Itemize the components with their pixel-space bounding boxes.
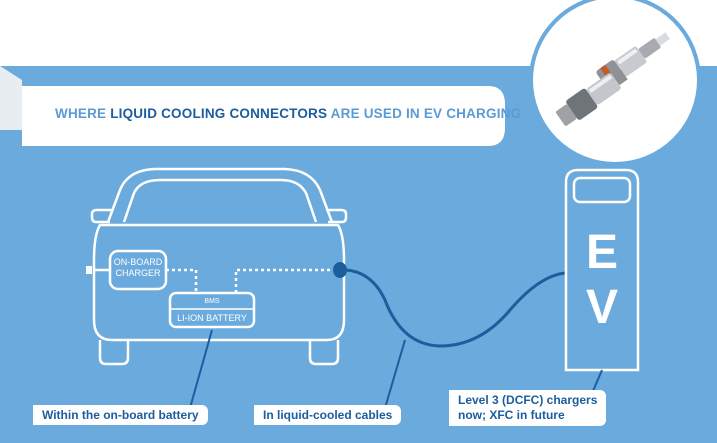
charging-station xyxy=(564,168,640,372)
banner-prefix: WHERE xyxy=(55,106,111,121)
charging-inlet-icon xyxy=(333,262,347,278)
callout-cables: In liquid-cooled cables xyxy=(254,405,402,425)
connector-photo xyxy=(529,0,701,166)
car-outline xyxy=(90,167,348,366)
station-letter-e: E xyxy=(585,226,618,279)
onboard-charger-label: ON-BOARD CHARGER xyxy=(113,257,163,279)
banner-title: WHERE LIQUID COOLING CONNECTORS ARE USED… xyxy=(55,106,521,121)
wiring xyxy=(166,268,338,293)
callout-chargers-line2: now; XFC in future xyxy=(458,408,565,422)
callout-chargers-line1: Level 3 (DCFC) chargers xyxy=(458,393,598,407)
bms-label: BMS xyxy=(204,298,220,305)
ac-plug-icon xyxy=(86,266,92,274)
banner-fold xyxy=(0,66,22,130)
station-letter-v: V xyxy=(585,281,618,334)
banner-suffix: ARE USED IN EV CHARGING xyxy=(327,106,522,121)
charger-line1: ON-BOARD xyxy=(113,257,163,267)
battery-box xyxy=(168,291,256,329)
callout-chargers: Level 3 (DCFC) chargers now; XFC in futu… xyxy=(449,390,607,426)
title-banner xyxy=(22,86,505,146)
banner-highlight: LIQUID COOLING CONNECTORS xyxy=(110,106,328,121)
charger-line2: CHARGER xyxy=(115,268,161,278)
callout-battery: Within the on-board battery xyxy=(33,405,208,425)
battery-label: LI-ION BATTERY xyxy=(177,313,247,323)
charging-cable xyxy=(345,268,567,348)
